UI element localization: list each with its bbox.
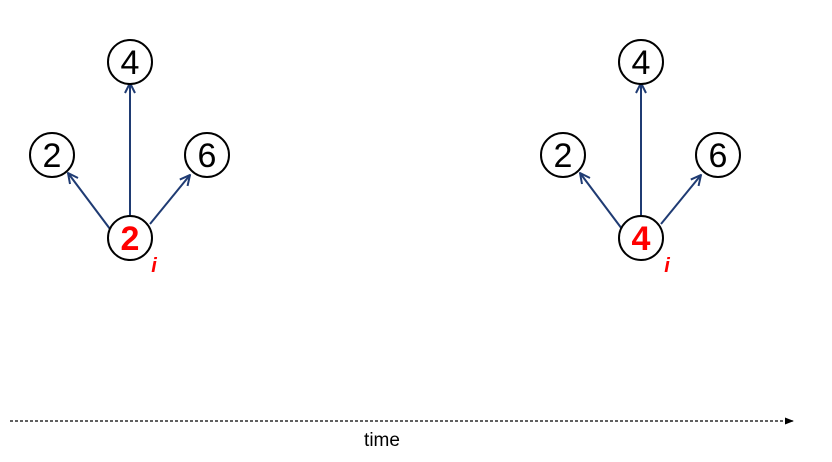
node-right-label: 6 — [198, 137, 217, 175]
edge-center-to-right — [149, 175, 190, 225]
node-left-label: 2 — [43, 137, 62, 175]
node-left — [540, 132, 586, 178]
node-top — [107, 39, 153, 85]
node-center — [107, 215, 153, 261]
diagram-1: 4 2 6 2 i — [29, 39, 230, 277]
node-center-label: 4 — [632, 220, 651, 258]
node-center-subscript: i — [664, 255, 670, 277]
edge-center-to-left — [580, 173, 623, 230]
node-left-label: 2 — [554, 137, 573, 175]
node-center — [618, 215, 664, 261]
node-top-label: 4 — [121, 44, 140, 82]
timeline-label: time — [364, 430, 400, 451]
node-top — [618, 39, 664, 85]
diagram-2: 4 2 6 4 i — [540, 39, 741, 277]
node-left — [29, 132, 75, 178]
edge-center-to-right — [660, 175, 701, 225]
node-center-label: 2 — [121, 220, 140, 258]
node-right-label: 6 — [709, 137, 728, 175]
node-top-label: 4 — [632, 44, 651, 82]
edge-center-to-left — [68, 173, 111, 230]
node-right — [695, 132, 741, 178]
node-right — [184, 132, 230, 178]
node-center-subscript: i — [151, 255, 157, 277]
timeline: time — [10, 417, 794, 451]
